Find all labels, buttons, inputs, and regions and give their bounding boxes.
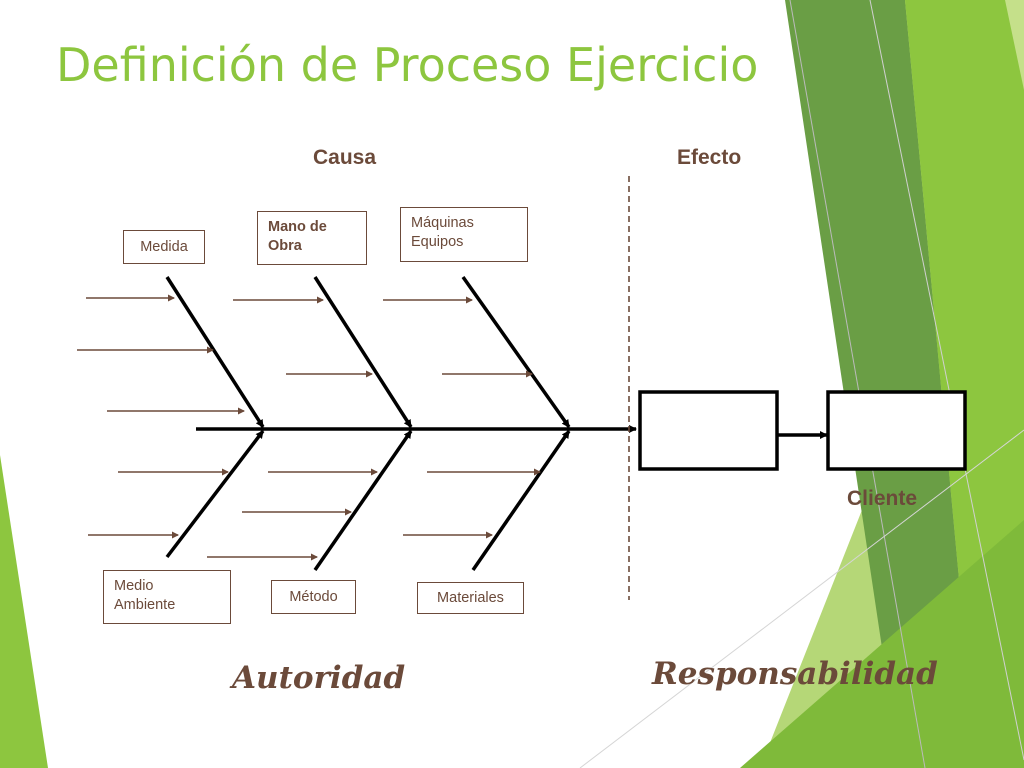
category-mano-de-obra: Mano de Obra bbox=[257, 211, 367, 265]
thin-gray-line-2 bbox=[869, 0, 1024, 761]
cause-header: Causa bbox=[313, 146, 377, 169]
bottom-green-triangle bbox=[740, 520, 1024, 768]
bone-metodo bbox=[313, 430, 413, 571]
category-maquinas-equipos: Máquinas Equipos bbox=[400, 207, 528, 262]
client-label: Cliente bbox=[847, 487, 918, 510]
category-materiales: Materiales bbox=[417, 582, 524, 614]
bone-materiales bbox=[471, 430, 571, 571]
bone-medio-ambiente bbox=[165, 429, 265, 559]
autoridad-caption: Autoridad bbox=[232, 660, 406, 696]
slide-title: Definición de Proceso Ejercicio bbox=[56, 38, 759, 92]
thin-gray-line bbox=[789, 0, 926, 768]
client-box bbox=[826, 390, 967, 471]
effect-box bbox=[638, 390, 779, 471]
right-dark-band bbox=[785, 0, 960, 768]
left-green-strip bbox=[0, 455, 48, 768]
bone-maquinas bbox=[461, 275, 571, 429]
bone-mano-obra bbox=[313, 276, 413, 428]
effect-header: Efecto bbox=[677, 146, 742, 169]
category-medida: Medida bbox=[123, 230, 205, 264]
bone-medida bbox=[165, 276, 265, 428]
category-medio-ambiente: Medio Ambiente bbox=[103, 570, 231, 624]
category-metodo: Método bbox=[271, 580, 356, 614]
thin-gray-line-3 bbox=[579, 429, 1024, 768]
responsabilidad-caption: Responsabilidad bbox=[652, 656, 938, 692]
